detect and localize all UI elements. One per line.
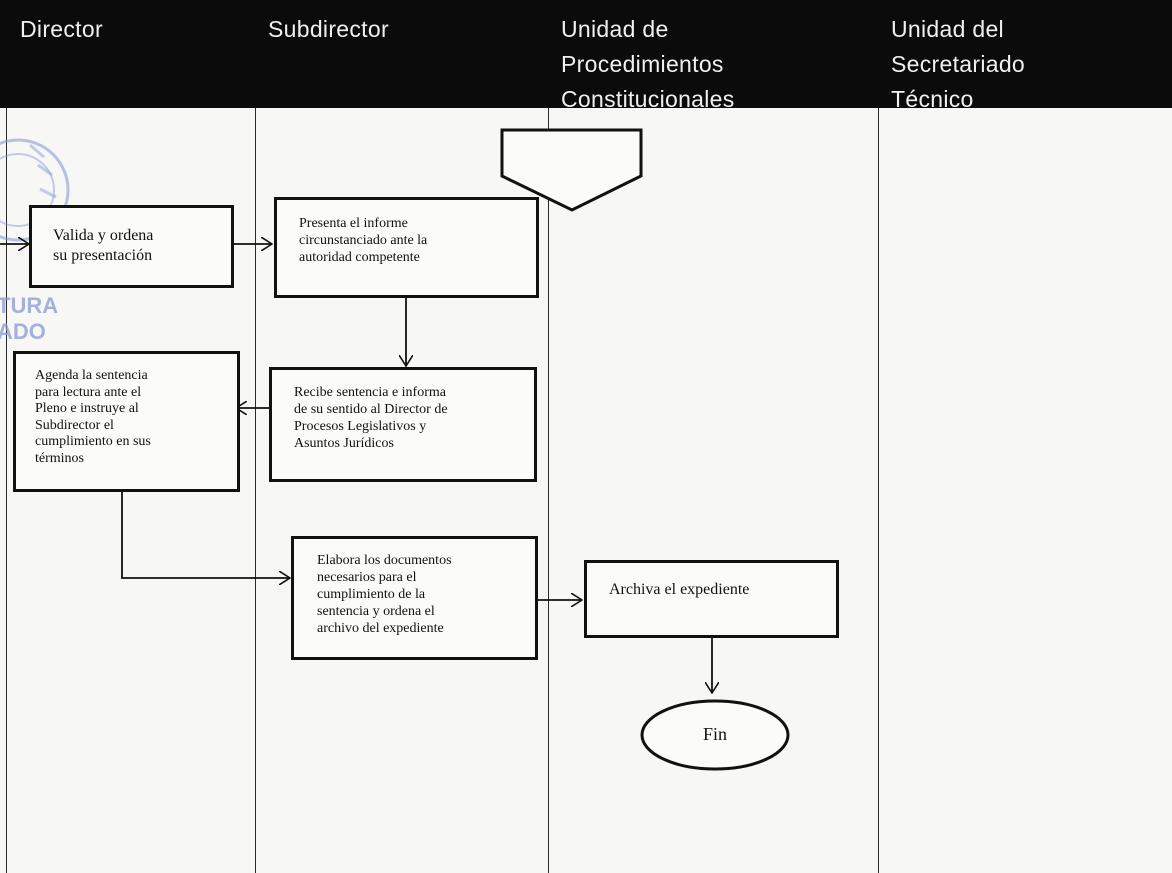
lane-title-line: Unidad de <box>561 16 669 42</box>
fin-label: Fin <box>702 724 727 744</box>
box-text-line: Pleno e instruye al <box>35 401 139 417</box>
box-text-line: Elabora los documentos <box>317 553 452 568</box>
lane-divider <box>548 108 549 873</box>
box-text-line: sentencia y ordena el <box>317 604 435 619</box>
off-page-connector <box>500 128 643 212</box>
box-text-line: necesarios para el <box>317 570 417 585</box>
stamp-text: TURA ADO <box>0 293 58 345</box>
process-presenta: Presenta el informe circunstanciado ante… <box>274 197 539 298</box>
lane-title-procedimientos: Unidad de Procedimientos Constitucionale… <box>561 12 735 117</box>
box-text-line: cumplimiento en sus <box>35 434 151 450</box>
lane-title-subdirector: Subdirector <box>268 12 389 47</box>
box-text-line: términos <box>35 450 84 466</box>
process-elabora: Elabora los documentos necesarios para e… <box>291 536 538 660</box>
stamp-text-line: ADO <box>0 319 46 344</box>
lane-title-secretariado: Unidad del Secretariado Técnico <box>891 12 1025 117</box>
process-archiva: Archiva el expediente <box>584 560 839 638</box>
box-text-line: Archiva el expediente <box>609 581 750 598</box>
box-text-line: autoridad competente <box>299 250 420 265</box>
process-agenda: Agenda la sentencia para lectura ante el… <box>13 351 240 492</box>
lane-title-line: Constitucionales <box>561 86 735 112</box>
box-text-line: cumplimiento de la <box>317 587 426 602</box>
lane-divider <box>6 108 7 873</box>
box-text-line: Agenda la sentencia <box>35 368 148 383</box>
lane-title-line: Procedimientos <box>561 51 724 77</box>
lane-title-line: Unidad del <box>891 16 1004 42</box>
lane-divider <box>878 108 879 873</box>
box-text-line: circunstanciado ante la <box>299 233 428 248</box>
box-text-line: de su sentido al Director de <box>294 402 448 417</box>
arrow-agenda-elabora <box>121 484 290 578</box>
box-text-line: Procesos Legislativos y <box>294 419 427 434</box>
box-text-line: Asuntos Jurídicos <box>294 436 394 451</box>
lane-title-line: Técnico <box>891 86 974 112</box>
process-recibe: Recibe sentencia e informa de su sentido… <box>269 367 537 482</box>
stamp-text-line: TURA <box>0 293 59 318</box>
swimlane-header: Director Subdirector Unidad de Procedimi… <box>0 0 1172 112</box>
box-text-line: Recibe sentencia e informa <box>294 385 446 400</box>
box-text-line: su presentación <box>53 247 153 264</box>
box-text-line: Presenta el informe <box>299 216 408 231</box>
box-text-line: Valida y ordena <box>53 227 154 244</box>
lane-divider <box>255 108 256 873</box>
lane-title-director: Director <box>20 12 103 47</box>
box-text-line: Subdirector el <box>35 417 114 433</box>
fin-terminator <box>640 699 790 771</box>
lane-title-line: Secretariado <box>891 51 1026 77</box>
box-text-line: archivo del expediente <box>317 621 444 636</box>
lane-title-line: Director <box>20 16 103 42</box>
process-valida: Valida y ordena su presentación <box>29 205 234 288</box>
box-text-line: para lectura ante el <box>35 384 142 400</box>
lane-title-line: Subdirector <box>268 16 389 42</box>
